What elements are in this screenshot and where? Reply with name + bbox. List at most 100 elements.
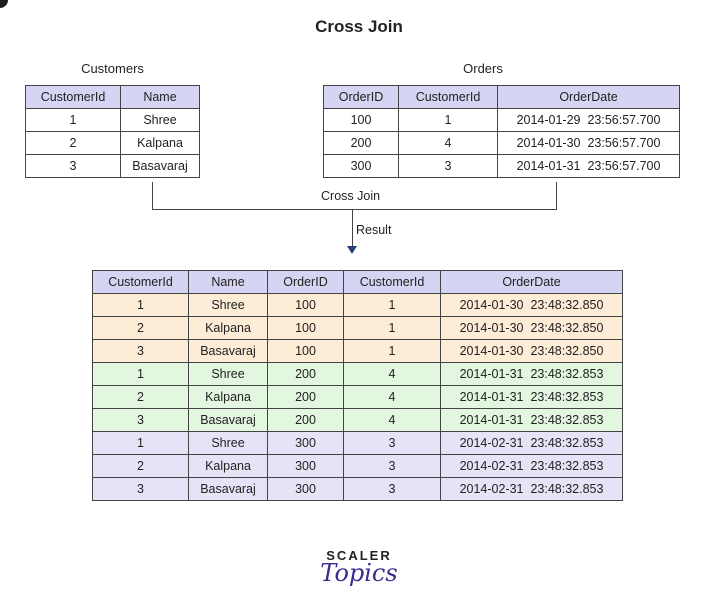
- table-cell: 100: [267, 316, 344, 340]
- table-row: 100 1 2014-01-29 23:56:57.700: [323, 108, 680, 132]
- orders-header-row: OrderID CustomerId OrderDate: [323, 85, 680, 109]
- scaler-topics-logo: SCALER Topics: [0, 548, 718, 587]
- table-cell: 2014-02-31 23:48:32.853: [440, 454, 623, 478]
- table-cell: Basavaraj: [188, 477, 268, 501]
- orders-table: OrderID CustomerId OrderDate 100 1 2014-…: [323, 85, 680, 178]
- table-row: 3 Basavaraj 300 3 2014-02-31 23:48:32.85…: [92, 477, 623, 501]
- orders-col-customerid: CustomerId: [398, 85, 498, 109]
- table-cell: 2014-01-30 23:48:32.850: [440, 316, 623, 340]
- corner-mark: [0, 0, 8, 8]
- page-title: Cross Join: [315, 17, 403, 36]
- connector-right-drop: [556, 182, 557, 210]
- table-row: 1 Shree 300 3 2014-02-31 23:48:32.853: [92, 431, 623, 455]
- table-row: 3 Basavaraj 100 1 2014-01-30 23:48:32.85…: [92, 339, 623, 363]
- table-cell: 200: [267, 408, 344, 432]
- brand-top-text: SCALER: [326, 548, 392, 563]
- table-cell: 3: [92, 477, 189, 501]
- table-cell: 2014-01-31 23:48:32.853: [440, 408, 623, 432]
- arrow-down-icon: [347, 246, 357, 254]
- result-col-customerid: CustomerId: [92, 270, 189, 294]
- table-cell: Basavaraj: [188, 408, 268, 432]
- table-cell: 100: [323, 108, 399, 132]
- table-cell: Kalpana: [188, 385, 268, 409]
- result-col-orderdate: OrderDate: [440, 270, 623, 294]
- table-row: 3 Basavaraj: [25, 154, 200, 178]
- table-cell: 4: [343, 362, 441, 386]
- connector-stem: [352, 210, 353, 246]
- customers-col-customerid: CustomerId: [25, 85, 121, 109]
- table-cell: 3: [25, 154, 121, 178]
- table-cell: 100: [267, 339, 344, 363]
- table-cell: Shree: [120, 108, 200, 132]
- table-cell: 2014-01-31 23:48:32.853: [440, 362, 623, 386]
- table-cell: 2: [92, 385, 189, 409]
- table-cell: 1: [92, 362, 189, 386]
- result-col-name: Name: [188, 270, 268, 294]
- table-cell: 2014-01-30 23:56:57.700: [497, 131, 680, 155]
- result-col-customerid-2: CustomerId: [343, 270, 441, 294]
- brand-bottom-text: Topics: [320, 559, 398, 587]
- orders-caption: Orders: [463, 61, 503, 76]
- cross-join-label: Cross Join: [317, 189, 385, 203]
- connector-bar: [152, 209, 557, 210]
- table-cell: Kalpana: [120, 131, 200, 155]
- result-table: CustomerId Name OrderID CustomerId Order…: [92, 270, 623, 501]
- table-cell: 1: [398, 108, 498, 132]
- table-row: 2 Kalpana 200 4 2014-01-31 23:48:32.853: [92, 385, 623, 409]
- table-cell: 3: [92, 339, 189, 363]
- table-cell: 2014-01-31 23:48:32.853: [440, 385, 623, 409]
- table-cell: 300: [267, 477, 344, 501]
- table-cell: 2014-02-31 23:48:32.853: [440, 431, 623, 455]
- table-cell: Basavaraj: [120, 154, 200, 178]
- table-cell: 3: [343, 477, 441, 501]
- table-cell: 2014-01-31 23:56:57.700: [497, 154, 680, 178]
- connector-left-drop: [152, 182, 153, 210]
- table-cell: 1: [92, 431, 189, 455]
- table-cell: 1: [92, 293, 189, 317]
- result-col-orderid: OrderID: [267, 270, 344, 294]
- table-row: 1 Shree 200 4 2014-01-31 23:48:32.853: [92, 362, 623, 386]
- table-cell: 3: [343, 431, 441, 455]
- table-cell: Shree: [188, 362, 268, 386]
- table-cell: 4: [343, 385, 441, 409]
- table-cell: 2014-02-31 23:48:32.853: [440, 477, 623, 501]
- result-label: Result: [354, 223, 394, 237]
- result-header-row: CustomerId Name OrderID CustomerId Order…: [92, 270, 623, 294]
- table-cell: 300: [323, 154, 399, 178]
- table-cell: 1: [25, 108, 121, 132]
- table-row: 300 3 2014-01-31 23:56:57.700: [323, 154, 680, 178]
- customers-col-name: Name: [120, 85, 200, 109]
- table-cell: 3: [343, 454, 441, 478]
- table-cell: 2: [25, 131, 121, 155]
- table-cell: Kalpana: [188, 454, 268, 478]
- table-cell: 3: [398, 154, 498, 178]
- table-cell: 200: [323, 131, 399, 155]
- table-row: 2 Kalpana 100 1 2014-01-30 23:48:32.850: [92, 316, 623, 340]
- table-row: 1 Shree 100 1 2014-01-30 23:48:32.850: [92, 293, 623, 317]
- table-cell: Shree: [188, 431, 268, 455]
- table-cell: 4: [398, 131, 498, 155]
- table-cell: 4: [343, 408, 441, 432]
- table-cell: Basavaraj: [188, 339, 268, 363]
- table-cell: 100: [267, 293, 344, 317]
- table-cell: Kalpana: [188, 316, 268, 340]
- table-cell: 3: [92, 408, 189, 432]
- table-cell: 2014-01-30 23:48:32.850: [440, 293, 623, 317]
- customers-header-row: CustomerId Name: [25, 85, 200, 109]
- table-cell: 2: [92, 454, 189, 478]
- table-cell: 300: [267, 454, 344, 478]
- table-cell: 300: [267, 431, 344, 455]
- table-row: 2 Kalpana: [25, 131, 200, 155]
- table-cell: 1: [343, 316, 441, 340]
- table-cell: 1: [343, 293, 441, 317]
- table-row: 2 Kalpana 300 3 2014-02-31 23:48:32.853: [92, 454, 623, 478]
- table-cell: 200: [267, 362, 344, 386]
- table-cell: 2014-01-29 23:56:57.700: [497, 108, 680, 132]
- table-cell: Shree: [188, 293, 268, 317]
- orders-col-orderid: OrderID: [323, 85, 399, 109]
- customers-caption: Customers: [81, 61, 144, 76]
- customers-table: CustomerId Name 1 Shree 2 Kalpana 3 Basa…: [25, 85, 200, 178]
- table-cell: 200: [267, 385, 344, 409]
- table-row: 3 Basavaraj 200 4 2014-01-31 23:48:32.85…: [92, 408, 623, 432]
- table-cell: 2014-01-30 23:48:32.850: [440, 339, 623, 363]
